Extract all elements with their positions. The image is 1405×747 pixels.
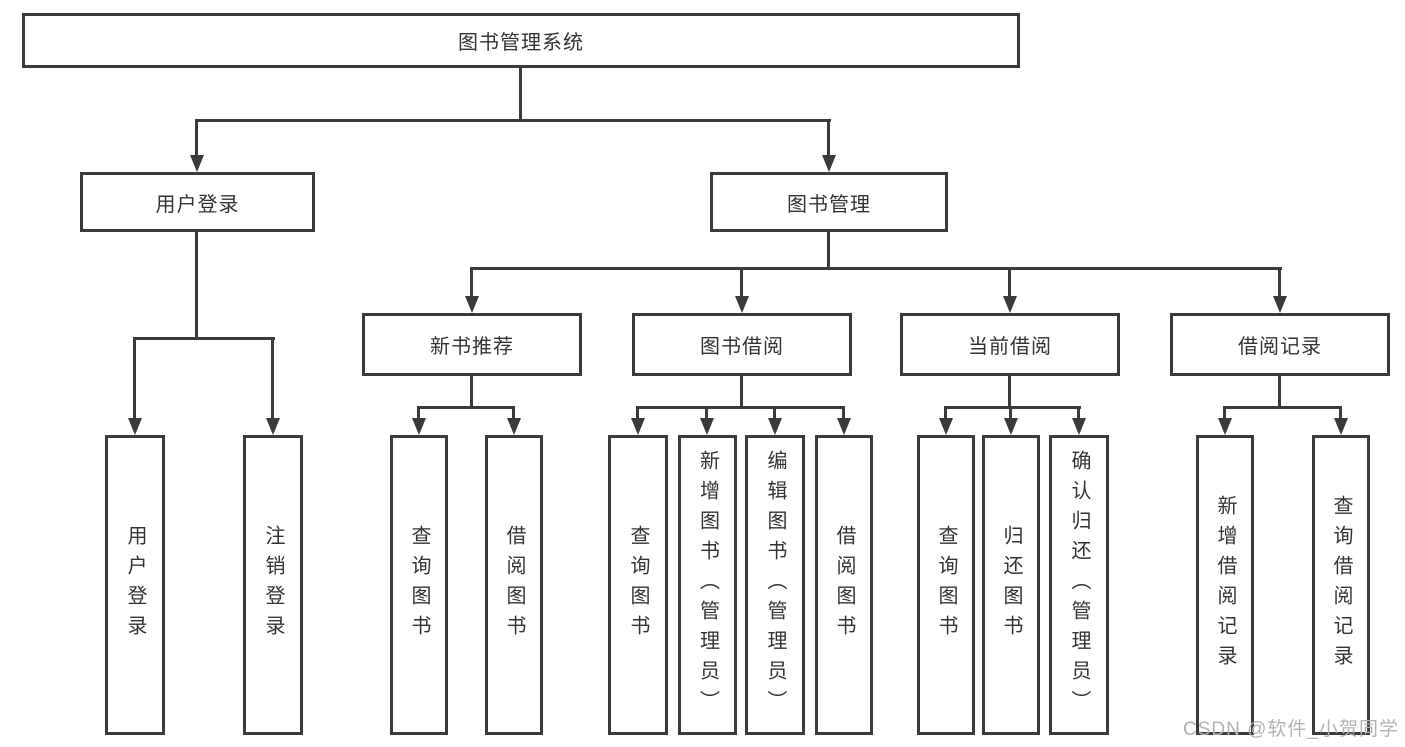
node-book-management: 图书管理	[710, 172, 948, 232]
connector-line	[827, 232, 830, 270]
leaf-user-login: 用户登录	[105, 435, 165, 735]
arrowhead-icon	[190, 155, 204, 172]
arrowhead-icon	[128, 418, 142, 435]
connector-line	[470, 376, 473, 409]
arrowhead-icon	[837, 418, 851, 435]
leaf-query-books-current: 查询图书	[917, 435, 975, 735]
arrowhead-icon	[266, 418, 280, 435]
node-root: 图书管理系统	[22, 13, 1020, 68]
connector-line	[842, 406, 845, 421]
connector-line	[470, 267, 1282, 270]
connector-line	[1278, 376, 1281, 409]
arrowhead-icon	[939, 418, 953, 435]
leaf-borrow-books: 借阅图书	[815, 435, 873, 735]
connector-line	[195, 119, 831, 122]
arrowhead-icon	[507, 418, 521, 435]
connector-line	[1223, 406, 1342, 409]
connector-line	[636, 406, 845, 409]
arrowhead-icon	[1273, 296, 1287, 313]
connector-line	[1223, 406, 1226, 421]
node-new-book-recommend: 新书推荐	[362, 313, 582, 376]
leaf-query-books-recommend: 查询图书	[390, 435, 448, 735]
connector-line	[944, 406, 947, 421]
node-current-borrow: 当前借阅	[900, 313, 1120, 376]
leaf-logout: 注销登录	[243, 435, 303, 735]
connector-line	[417, 406, 515, 409]
arrowhead-icon	[631, 418, 645, 435]
connector-line	[827, 119, 830, 157]
connector-line	[636, 406, 639, 421]
connector-line	[1077, 406, 1080, 421]
connector-line	[271, 337, 274, 421]
connector-line	[519, 68, 522, 122]
leaf-borrow-books-recommend: 借阅图书	[485, 435, 543, 735]
leaf-query-borrow-record: 查询借阅记录	[1312, 435, 1370, 735]
leaf-edit-books-admin: 编辑图书（管理员）	[745, 435, 805, 735]
arrowhead-icon	[1334, 418, 1348, 435]
arrowhead-icon	[822, 155, 836, 172]
connector-line	[470, 267, 473, 299]
arrowhead-icon	[465, 296, 479, 313]
connector-line	[705, 406, 708, 421]
csdn-watermark: CSDN @软件_小贺同学	[1183, 719, 1399, 740]
leaf-add-borrow-record: 新增借阅记录	[1196, 435, 1254, 735]
node-user-login: 用户登录	[80, 172, 315, 232]
arrowhead-icon	[1218, 418, 1232, 435]
connector-line	[740, 376, 743, 409]
arrowhead-icon	[700, 418, 714, 435]
connector-line	[133, 337, 136, 421]
connector-line	[195, 232, 198, 340]
arrowhead-icon	[1004, 418, 1018, 435]
connector-line	[740, 267, 743, 299]
leaf-return-books: 归还图书	[982, 435, 1040, 735]
leaf-query-books-borrow: 查询图书	[608, 435, 668, 735]
leaf-confirm-return-admin: 确认归还（管理员）	[1049, 435, 1109, 735]
arrowhead-icon	[768, 418, 782, 435]
connector-line	[773, 406, 776, 421]
connector-line	[417, 406, 420, 421]
connector-line	[1009, 406, 1012, 421]
node-borrow-records: 借阅记录	[1170, 313, 1390, 376]
connector-line	[944, 406, 1081, 409]
connector-line	[512, 406, 515, 421]
connector-line	[133, 337, 275, 340]
connector-line	[1278, 267, 1281, 299]
arrowhead-icon	[735, 296, 749, 313]
node-book-borrow: 图书借阅	[632, 313, 852, 376]
connector-line	[195, 119, 198, 157]
arrowhead-icon	[1072, 418, 1086, 435]
connector-line	[1008, 376, 1011, 409]
arrowhead-icon	[412, 418, 426, 435]
leaf-add-books-admin: 新增图书（管理员）	[678, 435, 737, 735]
connector-line	[1008, 267, 1011, 299]
arrowhead-icon	[1003, 296, 1017, 313]
connector-line	[1339, 406, 1342, 421]
